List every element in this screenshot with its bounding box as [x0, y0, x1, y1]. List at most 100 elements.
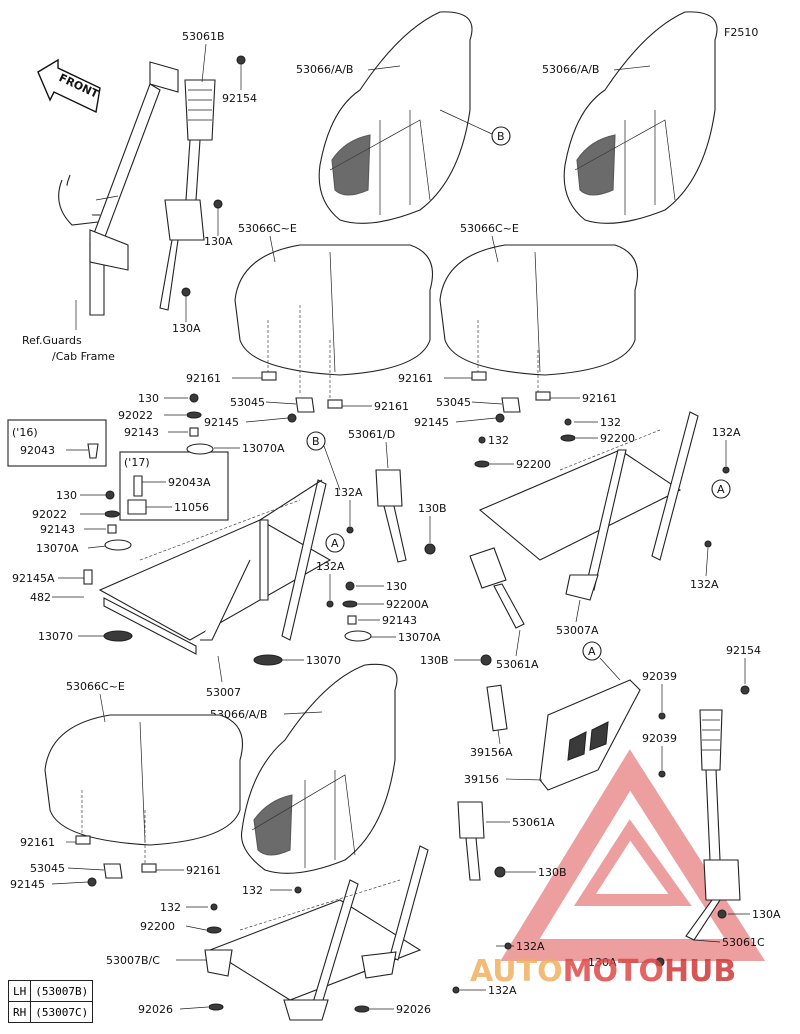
callout-13070A-2: 13070A [36, 542, 79, 555]
callout-130B-3: 130B [538, 866, 567, 879]
callout-13070A-3: 13070A [398, 631, 441, 644]
seat-belt-retractor-53061C [655, 685, 750, 967]
callout-130A-1: 130A [204, 235, 233, 248]
ref-A-2: A [717, 483, 725, 496]
callout-132A-4: 132A [690, 578, 719, 591]
callout-130B-1: 130B [418, 502, 447, 515]
floor-plate-39156 [486, 679, 641, 791]
callout-92154a: 92154 [222, 92, 257, 105]
callout-92161-6: 92161 [186, 864, 221, 877]
ref-B-2: B [312, 435, 320, 448]
callout-92161-4: 92161 [582, 392, 617, 405]
callout-53061A-2: 53061A [512, 816, 555, 829]
watermark-moto: MOTO [562, 954, 664, 989]
callout-92161-2: 92161 [374, 400, 409, 413]
callout-132A-1: 132A [334, 486, 363, 499]
year-box-16: ('16) [12, 426, 38, 439]
watermark-auto: AUTO [470, 954, 563, 989]
callout-92161-3: 92161 [398, 372, 433, 385]
callout-92022-1: 92022 [118, 409, 153, 422]
callout-53066C-1: 53066C~E [238, 222, 297, 235]
callout-53045-1: 53045 [230, 396, 265, 409]
callout-92039-2: 92039 [642, 732, 677, 745]
callout-39156: 39156 [464, 773, 499, 786]
callout-53066C-3: 53066C~E [66, 680, 125, 693]
callout-53007: 53007 [206, 686, 241, 699]
variant-table: LH (53007B) RH (53007C) [7, 980, 94, 1023]
callout-130A-3: 130A [752, 908, 781, 921]
callout-92143-3: 92143 [382, 614, 417, 627]
variant-side: RH [7, 1001, 32, 1023]
callout-53066-2: 53066/A/B [542, 63, 599, 76]
callout-92039-1: 92039 [642, 670, 677, 683]
callout-13070-2: 13070 [306, 654, 341, 667]
callout-92026-1: 92026 [138, 1003, 173, 1016]
callout-132A-2: 132A [316, 560, 345, 573]
ref-note-line2: /Cab Frame [52, 350, 115, 363]
ref-A-3: A [588, 645, 596, 658]
ref-A-1: A [331, 537, 339, 550]
callout-92143-2: 92143 [40, 523, 75, 536]
callout-130A-4: 130A [588, 956, 617, 969]
variant-part: (53007B) [30, 980, 94, 1002]
callout-53045-2: 53045 [436, 396, 471, 409]
callout-92145-1: 92145 [204, 416, 239, 429]
callout-92145-3: 92145 [10, 878, 45, 891]
seat-frame-53007A [478, 411, 699, 601]
callout-92043: 92043 [20, 444, 55, 457]
callout-53007A: 53007A [556, 624, 599, 637]
callout-130B-2: 130B [420, 654, 449, 667]
callout-39156A: 39156A [470, 746, 513, 759]
variant-part: (53007C) [30, 1001, 94, 1023]
seat-cushion-1 [234, 244, 434, 400]
callout-92161-5: 92161 [20, 836, 55, 849]
seat-belt-buckle-53061D [375, 469, 436, 563]
callout-53066C-2: 53066C~E [460, 222, 519, 235]
callout-92200A: 92200A [386, 598, 429, 611]
callout-92043A: 92043A [168, 476, 211, 489]
table-row: LH (53007B) [7, 980, 94, 1002]
callout-13070-1: 13070 [38, 630, 73, 643]
cab-frame-guard [58, 61, 179, 316]
callout-11056: 11056 [174, 501, 209, 514]
seat-back-2 [563, 11, 718, 224]
callout-92145A: 92145A [12, 572, 55, 585]
callout-92200-1: 92200 [516, 458, 551, 471]
callout-92022-2: 92022 [32, 508, 67, 521]
ref-B-1: B [497, 130, 505, 143]
seat-belt-buckle-53061A-2 [457, 801, 506, 881]
seat-belt-retractor-53061B [159, 55, 246, 311]
seat-cushion-2 [439, 244, 639, 395]
variant-side: LH [7, 980, 32, 1002]
callout-132-1: 132 [488, 434, 509, 447]
callout-53061A-1: 53061A [496, 658, 539, 671]
watermark-hub: HUB [663, 954, 737, 989]
callout-92200-3: 92200 [140, 920, 175, 933]
seat-back-3 [240, 663, 398, 874]
callout-132A-6: 132A [488, 984, 517, 997]
callout-132-4: 132 [160, 901, 181, 914]
callout-92200-2: 92200 [600, 432, 635, 445]
callout-53061B: 53061B [182, 30, 225, 43]
watermark-logo-icon [500, 749, 766, 961]
callout-132-2: 132 [600, 416, 621, 429]
callout-132-3: 132 [242, 884, 263, 897]
year-box-17: ('17) [124, 456, 150, 469]
watermark-text: AUTOMOTOHUB [470, 954, 736, 989]
callout-53061C: 53061C [722, 936, 765, 949]
callout-92143-1: 92143 [124, 426, 159, 439]
callout-130-1: 130 [138, 392, 159, 405]
callout-132A-3: 132A [712, 426, 741, 439]
callout-130A-2: 130A [172, 322, 201, 335]
ref-note-line1: Ref.Guards [22, 334, 82, 347]
front-arrow-icon: FRONT [37, 58, 101, 114]
figure-code: F2510 [724, 26, 758, 39]
callout-92154b: 92154 [726, 644, 761, 657]
callout-92026-2: 92026 [396, 1003, 431, 1016]
callout-130-2: 130 [56, 489, 77, 502]
callout-53066-1: 53066/A/B [296, 63, 353, 76]
callout-92145-2: 92145 [414, 416, 449, 429]
callout-92161-1: 92161 [186, 372, 221, 385]
callout-53007BC: 53007B/C [106, 954, 160, 967]
